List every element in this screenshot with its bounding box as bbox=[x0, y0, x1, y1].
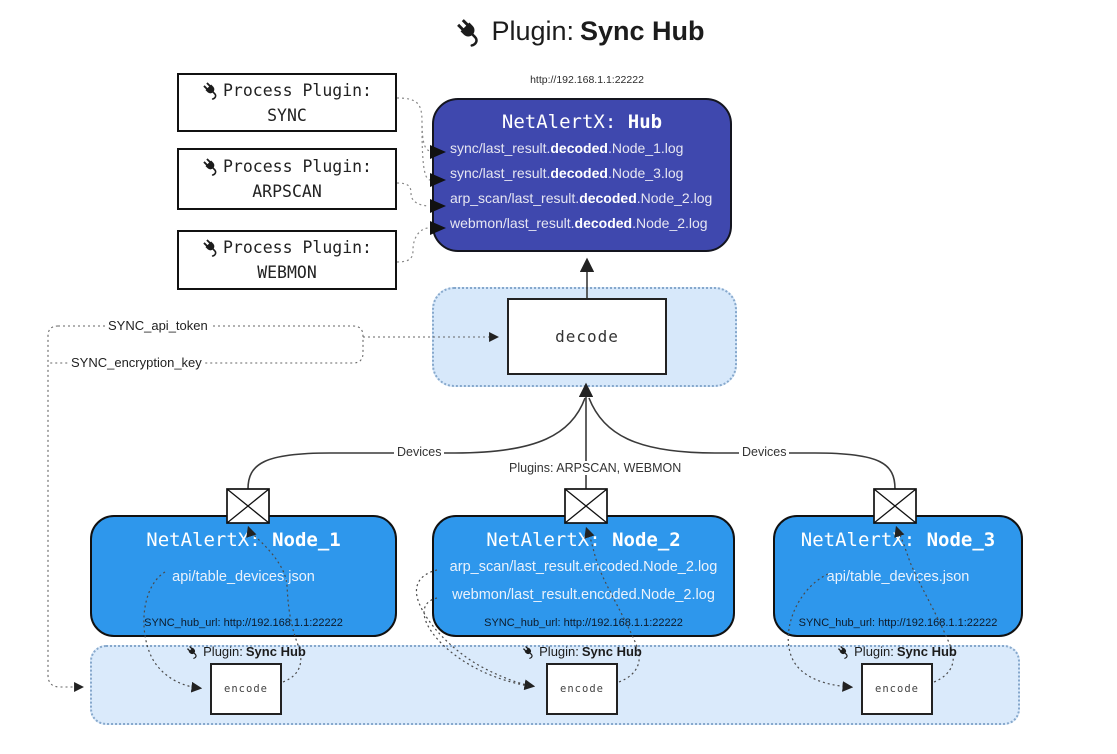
plug-icon bbox=[837, 645, 851, 659]
hub-log-line: sync/last_result.decoded.Node_3.log bbox=[450, 165, 684, 181]
node-title-name: Node_2 bbox=[612, 529, 681, 551]
hub-log-line: sync/last_result.decoded.Node_1.log bbox=[450, 140, 684, 156]
hub-box: NetAlertX: Hub sync/last_result.decoded.… bbox=[432, 98, 732, 252]
node-hub-url: SYNC_hub_url: http://192.168.1.1:22222 bbox=[798, 617, 998, 629]
hub-url: http://192.168.1.1:22222 bbox=[530, 74, 644, 86]
process-plugin-arpscan: Process Plugin: ARPSCAN bbox=[177, 148, 397, 210]
plugins-label-mid: Plugins: ARPSCAN, WEBMON bbox=[506, 461, 685, 475]
process-plugin-label: Process Plugin: bbox=[222, 80, 372, 100]
node-file: api/table_devices.json bbox=[172, 569, 315, 585]
hub-log-line: webmon/last_result.decoded.Node_2.log bbox=[450, 215, 708, 231]
sync-encryption-key-label: SYNC_encryption_key bbox=[68, 355, 205, 370]
node-title-name: Node_1 bbox=[272, 529, 341, 551]
encode-box: encode bbox=[861, 663, 933, 715]
process-plugin-webmon: Process Plugin: WEBMON bbox=[177, 230, 397, 290]
edge-keys-left-rail bbox=[47, 325, 84, 692]
plug-icon bbox=[522, 645, 536, 659]
hub-log-list: sync/last_result.decoded.Node_1.log sync… bbox=[434, 136, 730, 236]
node-hub-url: SYNC_hub_url: http://192.168.1.1:22222 bbox=[144, 617, 343, 629]
process-plugin-label: Process Plugin: bbox=[222, 157, 372, 176]
node-2-box: NetAlertX: Node_2 arp_scan/last_result.e… bbox=[432, 515, 735, 637]
encode-plugin-label: Plugin: Sync Hub bbox=[146, 644, 346, 659]
edge-arpscan-to-hub bbox=[396, 182, 429, 207]
edge-sync-to-hub bbox=[396, 97, 431, 152]
sync-api-token-label: SYNC_api_token bbox=[105, 318, 211, 333]
process-plugin-name: ARPSCAN bbox=[252, 182, 322, 201]
encode-plugin-label: Plugin: Sync Hub bbox=[482, 644, 682, 659]
hub-log-line: arp_scan/last_result.decoded.Node_2.log bbox=[450, 190, 713, 206]
node-title-name: Node_3 bbox=[926, 529, 996, 551]
hub-title: NetAlertX: Hub bbox=[434, 111, 730, 133]
plug-icon bbox=[186, 645, 200, 659]
page-title: Plugin: Sync Hub bbox=[0, 16, 1117, 47]
node-file: webmon/last_result.encoded.Node_2.log bbox=[452, 587, 715, 603]
process-plugin-name: SYNC bbox=[267, 105, 307, 125]
edge-node3-devices bbox=[588, 397, 896, 490]
node-1-box: NetAlertX: Node_1 api/table_devices.json… bbox=[90, 515, 397, 637]
node-title-prefix: NetAlertX: bbox=[146, 529, 273, 551]
process-plugin-name: WEBMON bbox=[257, 263, 317, 282]
node-title-prefix: NetAlertX: bbox=[800, 529, 927, 551]
node-3-box: NetAlertX: Node_3 api/table_devices.json… bbox=[773, 515, 1023, 637]
encode-plugin-label: Plugin: Sync Hub bbox=[797, 644, 997, 659]
hub-title-name: Hub bbox=[627, 111, 663, 133]
plug-icon bbox=[202, 157, 221, 176]
edge-webmon-to-hub bbox=[396, 227, 429, 263]
node-file: arp_scan/last_result.encoded.Node_2.log bbox=[449, 559, 718, 575]
devices-label-left: Devices bbox=[394, 445, 445, 459]
edge-sync-to-hub-2 bbox=[421, 125, 431, 181]
node-title-prefix: NetAlertX: bbox=[486, 529, 613, 551]
hub-title-prefix: NetAlertX: bbox=[501, 111, 628, 133]
process-plugin-sync: Process Plugin: SYNC bbox=[177, 73, 397, 132]
node-hub-url: SYNC_hub_url: http://192.168.1.1:22222 bbox=[484, 617, 683, 629]
decode-box: decode bbox=[507, 298, 667, 375]
encode-box: encode bbox=[210, 663, 282, 715]
plug-icon bbox=[455, 17, 485, 47]
page-title-prefix: Plugin: bbox=[491, 16, 575, 46]
plug-icon bbox=[202, 81, 221, 100]
devices-label-right: Devices bbox=[739, 445, 790, 459]
node-file: api/table_devices.json bbox=[826, 569, 970, 585]
plug-icon bbox=[202, 238, 221, 257]
page-title-name: Sync Hub bbox=[580, 16, 705, 46]
edge-node1-devices bbox=[247, 397, 586, 490]
encode-box: encode bbox=[546, 663, 618, 715]
process-plugin-label: Process Plugin: bbox=[222, 238, 372, 257]
